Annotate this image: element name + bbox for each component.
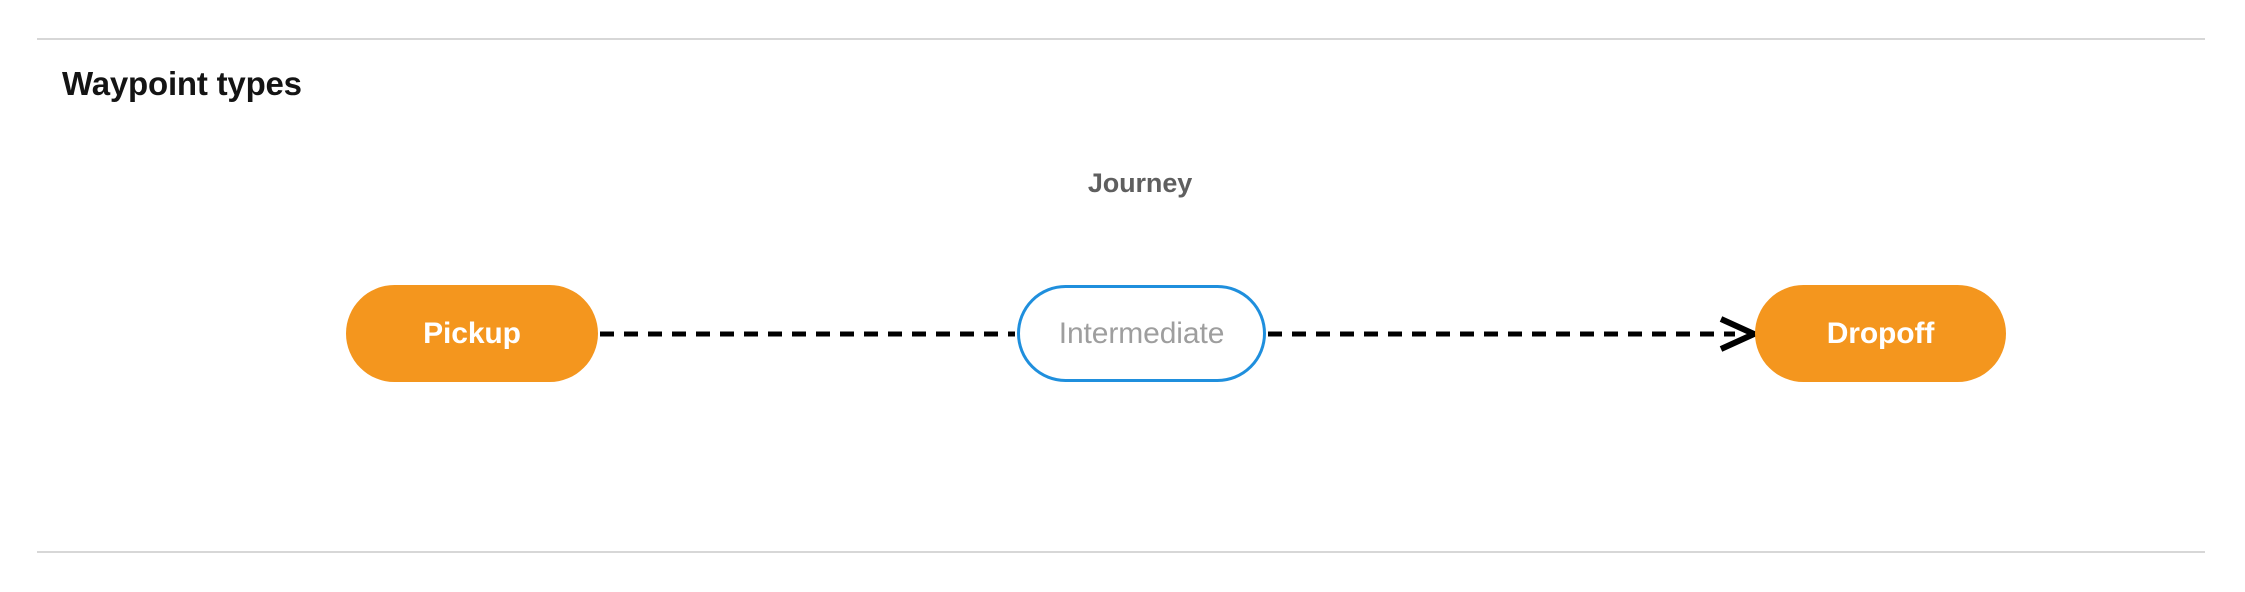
waypoint-node-pickup[interactable]: Pickup xyxy=(346,285,598,382)
waypoint-node-pickup-label: Pickup xyxy=(423,316,521,350)
waypoint-node-intermediate[interactable]: Intermediate xyxy=(1017,285,1266,382)
divider-bottom xyxy=(37,551,2205,553)
page-title: Waypoint types xyxy=(62,65,302,102)
waypoint-node-intermediate-label: Intermediate xyxy=(1058,316,1225,350)
arrowhead-icon xyxy=(1719,316,1762,352)
journey-group-label: Journey xyxy=(1087,168,1193,198)
waypoint-node-dropoff[interactable]: Dropoff xyxy=(1755,285,2006,382)
waypoint-node-dropoff-label: Dropoff xyxy=(1826,316,1935,350)
divider-top xyxy=(37,38,2205,40)
